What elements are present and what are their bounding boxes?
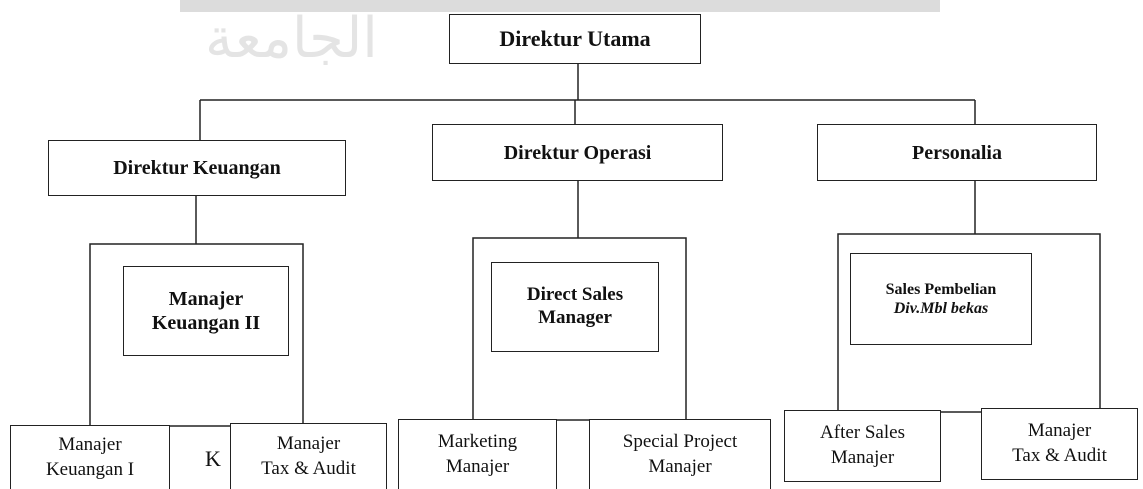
label-line: Keuangan II: [151, 312, 261, 334]
box-personalia: Personalia: [817, 124, 1097, 181]
watermark-bar: [180, 0, 940, 12]
box-marketing-manajer: Marketing Manajer: [398, 419, 557, 489]
box-manajer-tax-audit-right: Manajer Tax & Audit: [981, 408, 1138, 480]
label-line: Manajer: [276, 432, 341, 454]
label-line: Tax & Audit: [261, 457, 356, 479]
label-line: Div.Mbl bekas: [893, 300, 989, 317]
label-line: Direct Sales: [526, 284, 624, 306]
box-after-sales-manajer: After Sales Manajer: [784, 410, 941, 482]
stray-text: K: [205, 446, 221, 471]
box-manajer-keuangan-ii: Manajer Keuangan II: [123, 266, 289, 356]
group-frame-center: [472, 237, 687, 421]
label-direktur-utama: Direktur Utama: [499, 25, 651, 51]
label-line: Manajer: [58, 433, 122, 455]
box-manajer-keuangan-i: Manajer Keuangan I: [10, 425, 170, 489]
label-line: Manajer: [648, 455, 712, 477]
label-line: Special Project: [622, 430, 738, 452]
box-special-project-manajer: Special Project Manajer: [589, 419, 771, 489]
label-line: Marketing: [437, 430, 518, 452]
label-line: Manager: [538, 307, 612, 328]
label-line: Tax & Audit: [1012, 445, 1107, 466]
group-frame-left: [89, 243, 304, 427]
label-line: Manajer: [1027, 420, 1092, 442]
box-direct-sales-manager: Direct Sales Manager: [491, 262, 659, 352]
label-personalia: Personalia: [912, 141, 1002, 164]
label-line: Manajer: [445, 455, 510, 477]
label-line: Keuangan I: [45, 458, 135, 480]
box-manajer-tax-audit-left: Manajer Tax & Audit: [230, 423, 387, 489]
group-frame-right: [837, 233, 1101, 413]
box-sales-pembelian: Sales Pembelian Div.Mbl bekas: [850, 253, 1032, 345]
label-line: Manajer: [830, 447, 895, 468]
label-line: Sales Pembelian: [885, 280, 997, 298]
label-line: After Sales: [820, 422, 905, 444]
box-direktur-utama: Direktur Utama: [449, 14, 701, 64]
label-direktur-operasi: Direktur Operasi: [503, 141, 652, 164]
box-direktur-operasi: Direktur Operasi: [432, 124, 723, 181]
box-direktur-keuangan: Direktur Keuangan: [48, 140, 346, 196]
label-direktur-keuangan: Direktur Keuangan: [113, 157, 281, 179]
watermark-logo: الجامعة: [205, 6, 378, 71]
label-line: Manajer: [168, 288, 244, 310]
